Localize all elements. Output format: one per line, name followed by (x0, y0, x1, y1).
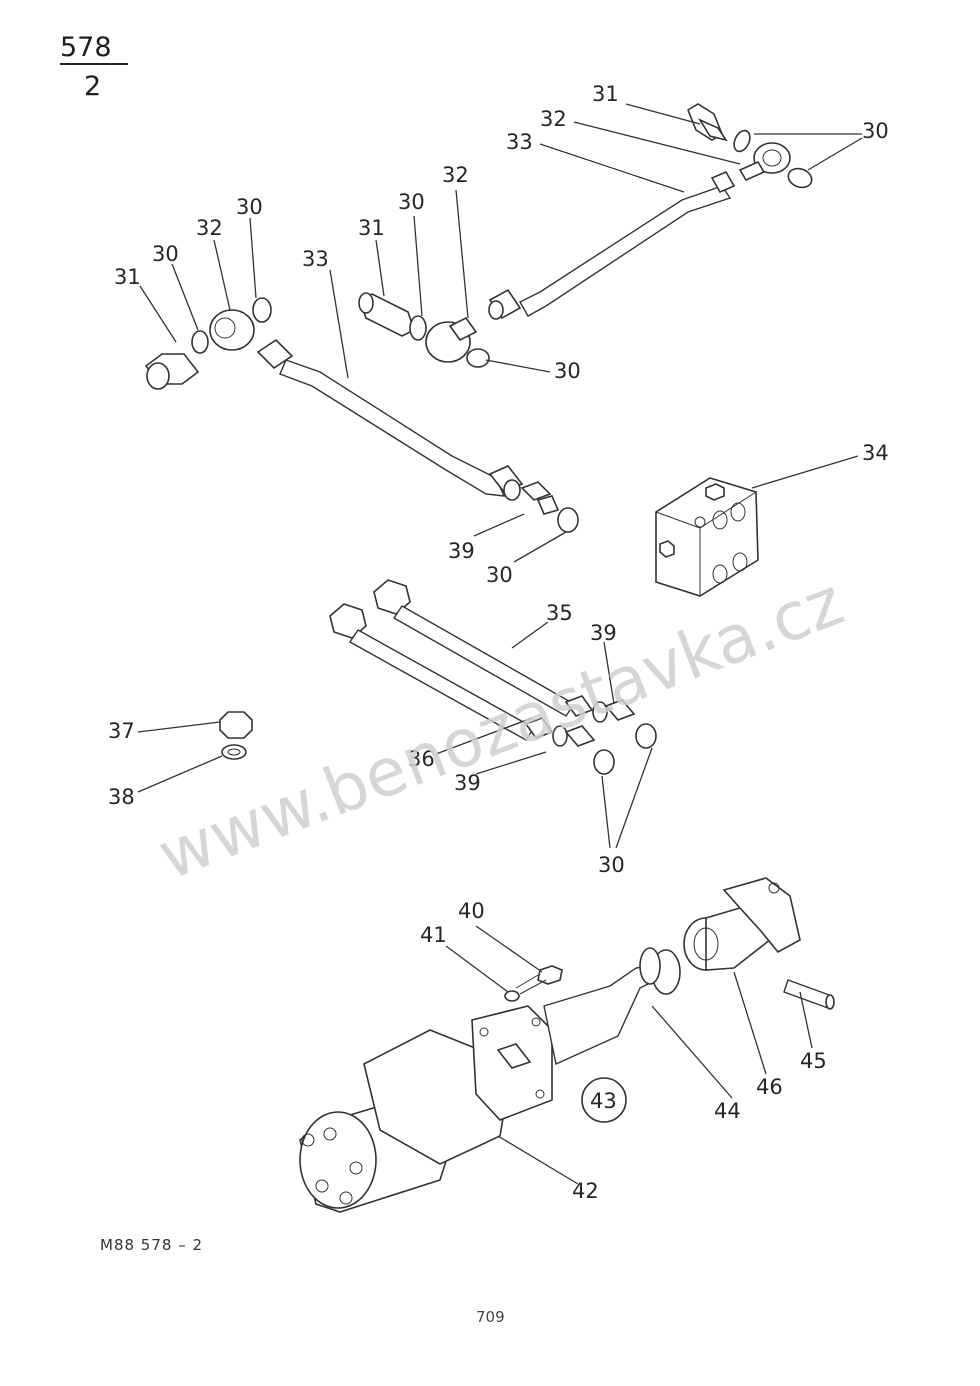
valve-block-34 (655, 477, 759, 597)
drawing-code: M88 578 – 2 (100, 1236, 203, 1254)
label-30-upper: 30 (862, 119, 889, 143)
pin-45 (783, 979, 835, 1010)
label-33-left: 33 (302, 247, 329, 271)
washer-38 (221, 744, 247, 760)
banjo-fitting-32-upper (738, 142, 791, 182)
banjo-fitting-32-left (209, 309, 255, 351)
part-number-labels: 31 32 33 30 32 30 31 30 32 30 31 30 33 3… (108, 82, 889, 1203)
watermark-text: www.benozastavka.cz (148, 563, 853, 895)
left-upper-hose-assembly (144, 297, 579, 533)
label-32-left: 32 (196, 216, 223, 240)
label-39-upper: 39 (448, 539, 475, 563)
pipe-35 (373, 579, 657, 749)
label-30-lower: 30 (598, 853, 625, 877)
bolt-40 (515, 965, 563, 995)
sheet-number-numerator: 578 (60, 32, 112, 63)
drive-shaft-44 (543, 947, 681, 1065)
hose-33-left (256, 338, 524, 501)
label-40: 40 (458, 899, 485, 923)
label-32-middle: 32 (442, 163, 469, 187)
label-35: 35 (546, 601, 573, 625)
leader-lines (137, 103, 863, 1185)
label-45: 45 (800, 1049, 827, 1073)
label-32-upper: 32 (540, 107, 567, 131)
label-41: 41 (420, 923, 447, 947)
page-number: 709 (476, 1308, 505, 1326)
yoke (722, 877, 801, 954)
pipe-36 (329, 603, 615, 775)
label-46: 46 (756, 1075, 783, 1099)
hydraulic-pump-assembly (299, 877, 835, 1213)
label-39-lower: 39 (454, 771, 481, 795)
middle-upper-fittings (358, 292, 490, 368)
banjo-fitting-32-middle (425, 316, 478, 363)
label-30-left-top: 30 (236, 195, 263, 219)
banjo-bolt-31-upper (687, 103, 751, 153)
pump-housing (299, 1005, 553, 1213)
seal-ring-30-left (191, 330, 209, 354)
label-30-middle: 30 (398, 190, 425, 214)
label-38: 38 (108, 785, 135, 809)
washer-41 (504, 990, 520, 1002)
plug-37 (219, 711, 253, 739)
label-33-upper: 33 (506, 130, 533, 154)
seal-ring-30-left-top (252, 297, 272, 323)
seal-ring-30-lower-middle (466, 348, 490, 368)
label-43: 43 (590, 1089, 617, 1113)
label-36: 36 (408, 747, 435, 771)
label-34: 34 (862, 441, 889, 465)
sheet-number: 578 2 (60, 32, 128, 102)
reference-circle-43 (581, 1077, 627, 1123)
label-31-middle: 31 (358, 216, 385, 240)
seal-ring-30-upper (787, 167, 813, 189)
sheet-number-denominator: 2 (84, 71, 101, 102)
hose-33-upper (488, 170, 736, 320)
label-30-left-bottom: 30 (486, 563, 513, 587)
seal-ring-30-left-bottom (557, 507, 579, 533)
banjo-bolt-31-left (144, 353, 200, 390)
label-39-right: 39 (590, 621, 617, 645)
adapter-39-upper (520, 481, 560, 515)
label-31-left: 31 (114, 265, 141, 289)
label-42: 42 (572, 1179, 599, 1203)
label-37: 37 (108, 719, 135, 743)
seal-ring-30-middle (409, 315, 427, 341)
banjo-bolt-31-middle (358, 292, 415, 337)
upper-right-hose-assembly (488, 103, 813, 320)
label-30-left: 30 (152, 242, 179, 266)
label-44: 44 (714, 1099, 741, 1123)
label-30-middle-lower: 30 (554, 359, 581, 383)
label-31-upper: 31 (592, 82, 619, 106)
